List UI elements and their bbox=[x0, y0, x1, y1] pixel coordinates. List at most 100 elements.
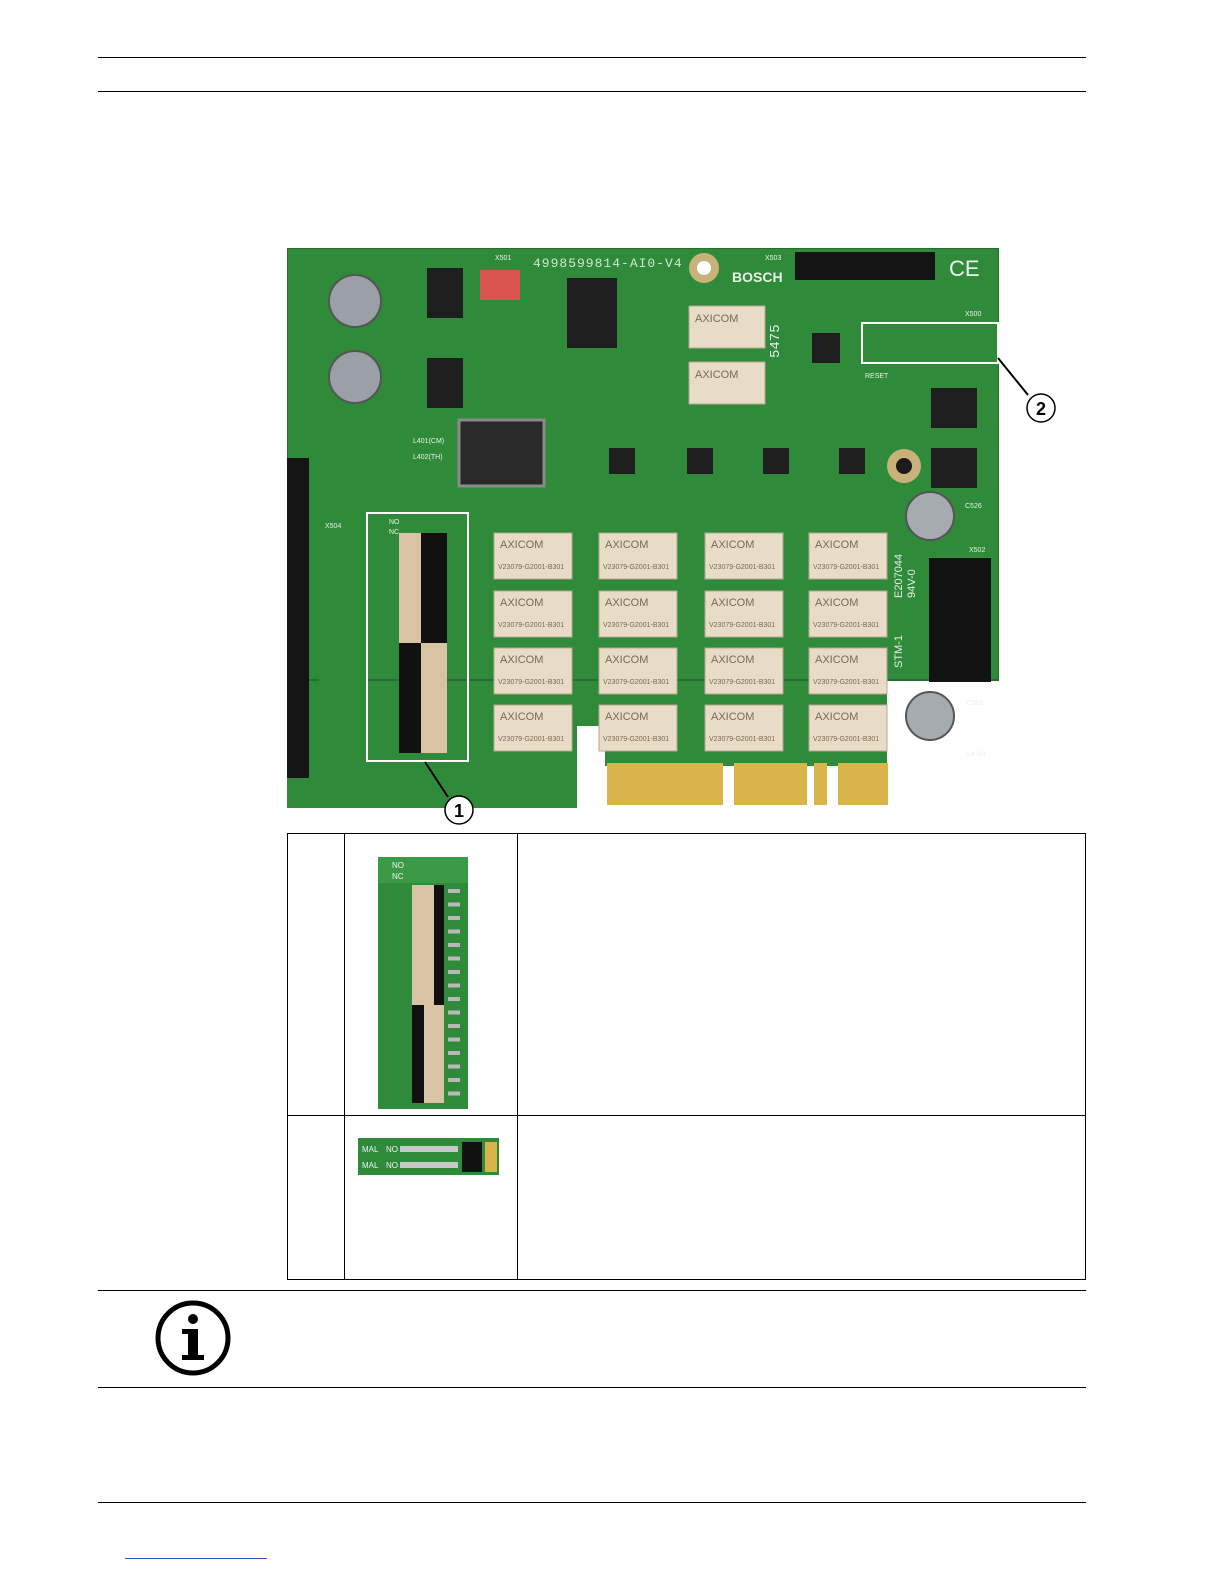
red-header bbox=[480, 270, 520, 300]
relay bbox=[808, 532, 888, 580]
relay bbox=[808, 590, 888, 638]
ref-x501: X501 bbox=[495, 255, 511, 262]
relay-part-label: V23079-G2001-B301 bbox=[709, 736, 775, 743]
pcb-board-photo: AXICOMV23079-G2001-B301AXICOMV23079-G200… bbox=[287, 248, 999, 808]
jumper-pin bbox=[448, 929, 460, 934]
footer-rule bbox=[98, 1502, 1086, 1503]
relay bbox=[704, 704, 784, 752]
alarm-header-thumbnail: MAL NO MAL NO bbox=[358, 1138, 499, 1175]
footer-link-underline[interactable] bbox=[125, 1558, 267, 1559]
relay bbox=[493, 647, 573, 695]
relay-part-label: V23079-G2001-B301 bbox=[709, 564, 775, 571]
relay-brand-label: AXICOM bbox=[500, 539, 543, 551]
x502-connector bbox=[929, 558, 991, 682]
relay-part-label: V23079-G2001-B301 bbox=[709, 622, 775, 629]
relay-brand-label: AXICOM bbox=[605, 711, 648, 723]
board-digits: 5475 bbox=[768, 324, 784, 358]
ref-no: NO bbox=[389, 519, 400, 526]
relay-brand-label: AXICOM bbox=[815, 654, 858, 666]
thumb-mal-label-1: MAL bbox=[362, 1145, 379, 1154]
col-divider-1 bbox=[344, 834, 345, 1279]
thumb-no-label-2: NO bbox=[386, 1161, 398, 1170]
relay bbox=[598, 647, 678, 695]
ref-x503: X503 bbox=[765, 255, 781, 262]
callout-number-2: 2 bbox=[1036, 399, 1046, 419]
board-ce-mark: CE bbox=[949, 256, 980, 281]
relay bbox=[493, 704, 573, 752]
relay-part-label: V23079-G2001-B301 bbox=[603, 622, 669, 629]
board-brand: BOSCH bbox=[732, 269, 783, 285]
jumper-pin bbox=[448, 956, 460, 961]
jumper-pin bbox=[448, 916, 460, 920]
relay bbox=[808, 647, 888, 695]
jumper-block-thumbnail: NO NC bbox=[378, 857, 468, 1109]
transformer bbox=[457, 418, 546, 488]
relay-part-label: V23079-G2001-B301 bbox=[813, 564, 879, 571]
jumper-pin bbox=[448, 983, 460, 988]
ref-l402: L402(TH) bbox=[413, 454, 443, 461]
jumper-pin bbox=[448, 1024, 460, 1028]
relay bbox=[704, 532, 784, 580]
top-relays bbox=[688, 305, 766, 405]
jumper-pin bbox=[448, 970, 460, 974]
ref-l401: L401(CM) bbox=[413, 438, 444, 445]
relay-brand-label: AXICOM bbox=[605, 654, 648, 666]
relay bbox=[493, 532, 573, 580]
ref-x502: X502 bbox=[969, 547, 985, 554]
callout-box-1 bbox=[366, 512, 469, 762]
jumper-pin bbox=[448, 1078, 460, 1082]
relay-brand-label: AXICOM bbox=[500, 711, 543, 723]
relay-brand-label: AXICOM bbox=[815, 597, 858, 609]
ref-x500: X500 bbox=[965, 311, 981, 318]
jumper-pin bbox=[448, 889, 460, 893]
header-rule-top bbox=[98, 57, 1086, 58]
left-connector bbox=[287, 458, 309, 778]
relay-brand-label: AXICOM bbox=[500, 597, 543, 609]
relay bbox=[598, 590, 678, 638]
relay-part-label: V23079-G2001-B301 bbox=[813, 679, 879, 686]
thumb-no-label-1: NO bbox=[386, 1145, 398, 1154]
note-rule-bottom bbox=[98, 1387, 1086, 1388]
relay-brand-label: AXICOM bbox=[695, 369, 738, 381]
row-divider bbox=[288, 1115, 1085, 1116]
relay bbox=[598, 532, 678, 580]
info-icon bbox=[155, 1300, 231, 1376]
relay bbox=[493, 590, 573, 638]
relay bbox=[808, 704, 888, 752]
relay-part-label: V23079-G2001-B301 bbox=[498, 622, 564, 629]
relay-part-label: V23079-G2001-B301 bbox=[709, 679, 775, 686]
jumper-pin bbox=[448, 943, 460, 947]
relay-brand-label: AXICOM bbox=[605, 597, 648, 609]
legend-table bbox=[287, 833, 1086, 1280]
relay-part-label: V23079-G2001-B301 bbox=[498, 564, 564, 571]
jumper-pin bbox=[448, 997, 460, 1001]
relay bbox=[704, 590, 784, 638]
relay-brand-label: AXICOM bbox=[815, 539, 858, 551]
ref-c526: C526 bbox=[965, 503, 982, 510]
col-divider-2 bbox=[517, 834, 518, 1279]
relay-brand-label: AXICOM bbox=[711, 539, 754, 551]
ics bbox=[427, 268, 977, 488]
relay-part-label: V23079-G2001-B301 bbox=[498, 736, 564, 743]
edge-connector bbox=[607, 763, 888, 805]
note-rule-top bbox=[98, 1290, 1086, 1291]
ref-reset: RESET bbox=[865, 373, 889, 380]
ref-c501: C501 bbox=[967, 700, 984, 707]
board-rating: 94V-0 bbox=[906, 569, 918, 598]
relay-grid: AXICOMV23079-G2001-B301AXICOMV23079-G200… bbox=[493, 532, 888, 752]
board-stm: STM-1 bbox=[893, 635, 905, 668]
ref-nc: NC bbox=[389, 529, 399, 536]
thumb-nc-label: NC bbox=[392, 872, 404, 881]
relay-brand-label: AXICOM bbox=[695, 313, 738, 325]
header-rule-bottom bbox=[98, 91, 1086, 92]
relay-part-label: V23079-G2001-B301 bbox=[603, 564, 669, 571]
top-connector bbox=[795, 252, 935, 280]
ref-version: L4-V4 bbox=[967, 751, 986, 758]
relay-part-label: V23079-G2001-B301 bbox=[603, 736, 669, 743]
callout-box-2 bbox=[861, 322, 999, 364]
relay-part-label: V23079-G2001-B301 bbox=[603, 679, 669, 686]
jumper-pin bbox=[448, 1091, 460, 1096]
jumper-pin bbox=[448, 1064, 460, 1069]
jumper-pin bbox=[448, 902, 460, 907]
relay-brand-label: AXICOM bbox=[711, 711, 754, 723]
